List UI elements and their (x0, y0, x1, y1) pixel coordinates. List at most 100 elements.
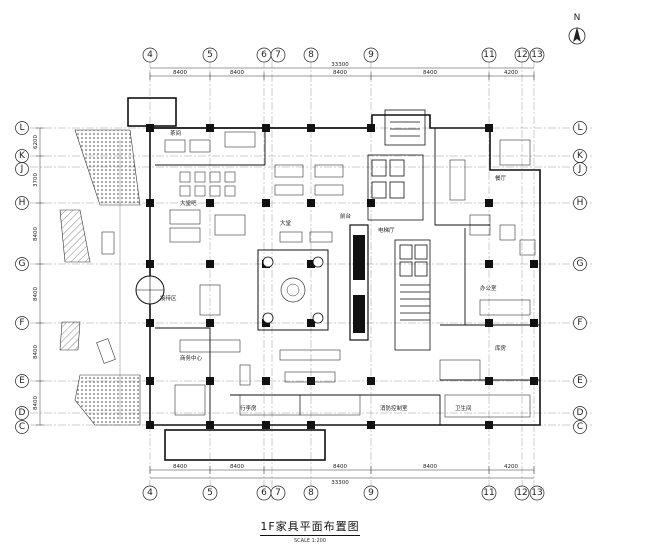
svg-text:11: 11 (483, 488, 494, 498)
svg-text:6: 6 (261, 50, 267, 60)
dim-top-total: 33300 (331, 62, 349, 68)
dim-top-5: 4200 (504, 70, 518, 76)
axis-col-7: 7 7 (270, 47, 286, 501)
axis-row-E: E E (15, 374, 587, 388)
svg-text:13: 13 (531, 488, 542, 498)
dim-top-3: 8400 (333, 70, 347, 76)
svg-text:13: 13 (531, 50, 542, 60)
dim-left-6: 8400 (33, 396, 39, 410)
svg-text:E: E (19, 376, 25, 386)
axis-col-6: 6 6 (256, 47, 272, 501)
column-axis-labels: 4 4 5 5 6 6 7 7 8 8 (142, 47, 545, 501)
svg-text:8: 8 (308, 50, 314, 60)
svg-text:F: F (19, 318, 24, 328)
svg-text:12: 12 (516, 50, 527, 60)
title-underline (260, 535, 360, 536)
room-label-business-center: 商务中心 (180, 354, 203, 362)
svg-text:9: 9 (368, 50, 374, 60)
dim-bottom-4: 8400 (423, 464, 437, 470)
svg-text:9: 9 (368, 488, 374, 498)
axis-row-H: H H (15, 196, 587, 210)
north-label: N (574, 13, 581, 23)
drawing-title: 1F家具平面布置图 (260, 520, 360, 533)
dim-bottom-5: 4200 (504, 464, 518, 470)
drawing-title-block: 1F家具平面布置图 SCALE 1:200 (230, 518, 390, 544)
dim-bottom-total: 33300 (331, 480, 349, 486)
svg-text:D: D (19, 408, 26, 418)
axis-row-F: F F (15, 316, 587, 330)
dim-top-4: 8400 (423, 70, 437, 76)
axis-col-9: 9 9 (363, 47, 379, 501)
drawing-scale: SCALE 1:200 (293, 538, 327, 544)
svg-text:K: K (19, 151, 26, 161)
north-arrow: N (568, 13, 586, 45)
axis-col-8: 8 8 (303, 47, 319, 501)
room-label-luggage: 行李房 (240, 404, 257, 412)
dimension-bottom (149, 466, 535, 479)
dim-left-5: 8400 (33, 345, 39, 359)
room-label-reception-area: 接待区 (160, 294, 177, 302)
svg-text:K: K (577, 151, 584, 161)
svg-text:C: C (19, 422, 25, 432)
svg-text:L: L (19, 123, 24, 133)
dim-top-2: 8400 (230, 70, 244, 76)
svg-text:J: J (20, 164, 24, 174)
svg-text:4: 4 (147, 488, 153, 498)
svg-text:L: L (577, 123, 582, 133)
axis-row-G: G G (15, 257, 587, 271)
dim-top-1: 8400 (173, 70, 187, 76)
svg-text:D: D (577, 408, 584, 418)
svg-text:G: G (19, 259, 26, 269)
svg-text:G: G (577, 259, 584, 269)
room-label-elevator-hall: 电梯厅 (378, 226, 395, 234)
axis-row-D: D D (15, 406, 587, 420)
room-label-restaurant: 餐厅 (495, 174, 507, 182)
room-label-lobby: 大堂 (280, 219, 292, 227)
dimension-left (36, 127, 44, 426)
svg-text:E: E (577, 376, 583, 386)
elevator-core (367, 109, 431, 351)
axis-col-4: 4 4 (142, 47, 158, 501)
dim-left-3: 8400 (33, 227, 39, 241)
axis-col-12: 12 12 (514, 47, 530, 501)
svg-text:11: 11 (483, 50, 494, 60)
dimension-top (149, 67, 535, 80)
axis-row-C: C C (15, 420, 587, 434)
dim-left-2: 3700 (33, 173, 39, 187)
exterior-walls (127, 97, 541, 461)
lobby-atrium (257, 249, 329, 331)
dim-bottom-3: 8400 (333, 464, 347, 470)
row-axis-labels: L L K K J J H H G G (15, 121, 587, 434)
dim-left-1: 6200 (33, 135, 39, 149)
svg-text:4: 4 (147, 50, 153, 60)
dim-bottom-1: 8400 (173, 464, 187, 470)
room-label-tea: 茶间 (170, 129, 181, 137)
svg-text:F: F (577, 318, 582, 328)
room-label-storage: 库房 (495, 344, 507, 352)
room-label-toilet: 卫生间 (455, 404, 472, 412)
dim-bottom-2: 8400 (230, 464, 244, 470)
svg-text:6: 6 (261, 488, 267, 498)
svg-text:7: 7 (275, 488, 281, 498)
svg-text:H: H (577, 198, 584, 208)
axis-row-K: K K (15, 149, 587, 163)
svg-text:5: 5 (207, 488, 213, 498)
svg-text:J: J (578, 164, 582, 174)
room-label-office: 办公室 (480, 284, 497, 292)
room-label-lobby-bar: 大堂吧 (180, 199, 197, 207)
axis-col-5: 5 5 (202, 47, 218, 501)
interior-walls (155, 128, 540, 425)
svg-text:C: C (577, 422, 583, 432)
structural-columns (146, 124, 538, 429)
reception-desk (349, 224, 369, 341)
axis-col-13: 13 13 (529, 47, 545, 501)
axis-col-11: 11 11 (481, 47, 497, 501)
svg-text:H: H (19, 198, 26, 208)
svg-text:8: 8 (308, 488, 314, 498)
svg-text:7: 7 (275, 50, 281, 60)
axis-row-J: J J (15, 162, 587, 176)
svg-text:5: 5 (207, 50, 213, 60)
svg-text:12: 12 (516, 488, 527, 498)
entrance-revolving-door (135, 275, 165, 305)
